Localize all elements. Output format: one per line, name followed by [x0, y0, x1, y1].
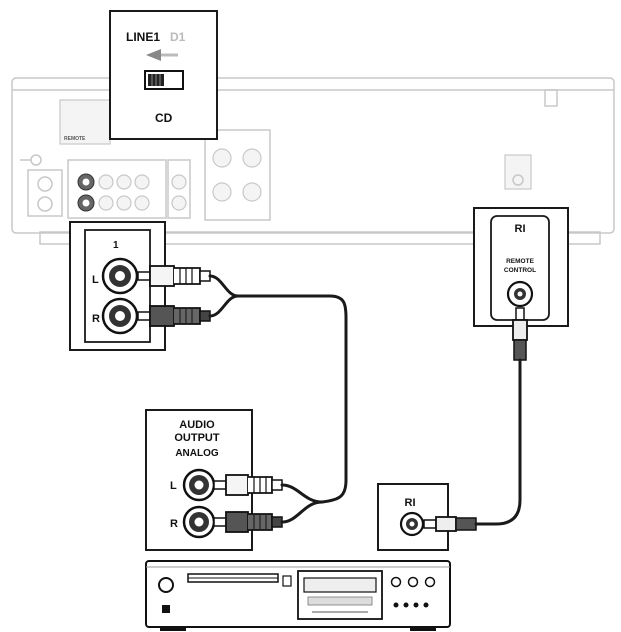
cd-output-line1: AUDIO: [179, 419, 215, 431]
remote-panel-title: RI: [515, 223, 526, 235]
rca-plug-red-cd: [213, 511, 283, 533]
line1-label: LINE1: [126, 30, 160, 44]
slide-switch[interactable]: [144, 70, 184, 90]
input-selector-panel: LINE1 D1 CD: [109, 10, 218, 140]
receiver-remote-jack[interactable]: [506, 280, 534, 308]
disc-tray[interactable]: [187, 573, 279, 583]
cd-player: [145, 560, 451, 631]
cd-left-jack[interactable]: [182, 468, 216, 502]
receiver-right-jack[interactable]: [101, 297, 139, 335]
d1-label: D1: [170, 30, 186, 44]
rca-cable: [208, 274, 348, 524]
arrow-left-icon: [146, 49, 178, 61]
cd-right-label: R: [170, 518, 178, 530]
rca-plug-red-receiver: [137, 305, 211, 327]
power-button-icon[interactable]: [158, 577, 174, 593]
cd-output-line3: ANALOG: [175, 448, 219, 459]
cd-label: CD: [155, 111, 173, 125]
input-number-label: 1: [113, 240, 119, 251]
remote-panel-line1: REMOTE: [506, 258, 534, 265]
svg-text:REMOTE: REMOTE: [64, 136, 86, 142]
cd-right-jack[interactable]: [182, 505, 216, 539]
receiver-rear-panel: REMOTE: [11, 77, 615, 245]
standby-indicator: [162, 605, 170, 613]
remote-cable: [474, 358, 522, 526]
cd-remote-title: RI: [405, 497, 416, 509]
cd-output-line2: OUTPUT: [174, 432, 220, 444]
remote-panel-line2: CONTROL: [504, 267, 536, 274]
transport-buttons[interactable]: [390, 576, 436, 608]
display-window: [297, 570, 383, 620]
cd-left-label: L: [170, 480, 177, 492]
receiver-left-jack[interactable]: [101, 257, 139, 295]
cd-remote-jack[interactable]: [399, 511, 425, 537]
rca-plug-white-receiver: [137, 265, 211, 287]
input-right-label: R: [92, 313, 100, 325]
mini-plug-receiver: [512, 307, 528, 361]
input-left-label: L: [92, 274, 99, 286]
rca-plug-white-cd: [213, 474, 283, 496]
